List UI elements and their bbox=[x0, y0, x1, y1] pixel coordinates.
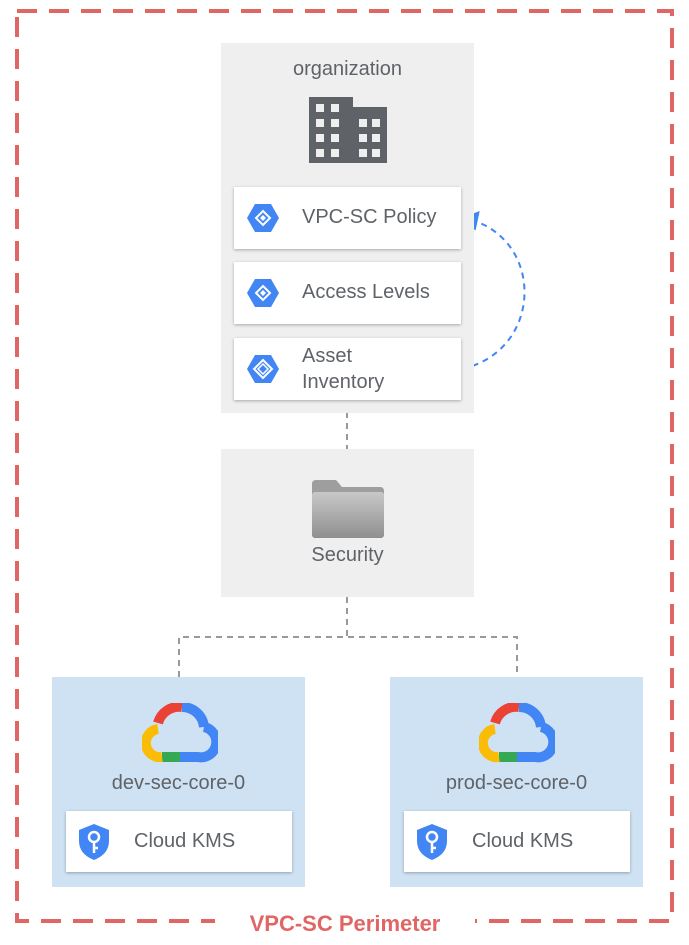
security-folder-label: Security bbox=[311, 544, 384, 566]
google-cloud-icon bbox=[142, 703, 218, 763]
cloud-kms-label-dev: Cloud KMS bbox=[134, 830, 236, 852]
project-label-prod: prod-sec-core-0 bbox=[445, 772, 588, 794]
cloud-kms-label-prod: Cloud KMS bbox=[472, 830, 574, 852]
vpc-sc-hex-icon bbox=[247, 279, 279, 307]
cloud-kms-card-prod: Cloud KMS bbox=[404, 811, 630, 872]
google-cloud-icon bbox=[479, 703, 555, 763]
project-label-dev: dev-sec-core-0 bbox=[111, 772, 246, 794]
access-levels-card: Access Levels bbox=[234, 262, 461, 324]
cloud-kms-card-dev: Cloud KMS bbox=[66, 811, 292, 872]
perimeter-label: VPC-SC Perimeter bbox=[215, 907, 475, 941]
building-icon bbox=[309, 97, 387, 163]
asset-inventory-card: Asset Inventory bbox=[234, 338, 461, 400]
asset-inventory-label-line2: Inventory bbox=[302, 371, 385, 393]
folder-icon bbox=[312, 480, 384, 538]
key-shield-icon bbox=[417, 824, 447, 860]
access-levels-label: Access Levels bbox=[302, 281, 430, 303]
vpc-sc-policy-label: VPC-SC Policy bbox=[302, 206, 437, 228]
asset-inventory-label-line1: Asset bbox=[302, 345, 353, 367]
vpc-sc-policy-card: VPC-SC Policy bbox=[234, 187, 461, 249]
projects-branch-connector bbox=[178, 636, 518, 677]
key-shield-icon bbox=[79, 824, 109, 860]
asset-inventory-hex-icon bbox=[247, 355, 279, 383]
asset-to-policy-arrow bbox=[461, 211, 526, 370]
vpc-sc-hex-icon bbox=[247, 204, 279, 232]
organization-title: organization bbox=[293, 58, 402, 80]
